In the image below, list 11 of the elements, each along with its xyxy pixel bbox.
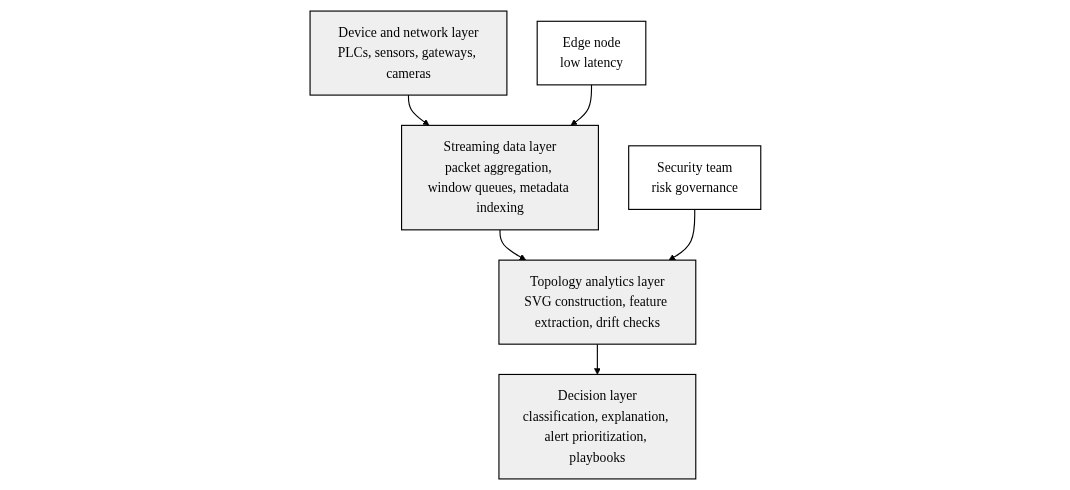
arrow xyxy=(407,94,429,126)
arrow xyxy=(593,343,601,375)
node-box: Topology analytics layer SVG construction, feature extraction, drift checks xyxy=(497,259,696,345)
node-box: Edge node low latency xyxy=(536,20,646,86)
node-box: Security team risk governance xyxy=(627,145,761,210)
arrow xyxy=(668,208,695,261)
node-box: Streaming data layer packet aggregation, window queues, metadata indexing xyxy=(400,124,599,231)
arrow xyxy=(570,84,592,126)
node-box: Decision layer classification, explanation, alert prioritization, playbooks xyxy=(497,373,696,480)
arrow xyxy=(499,229,526,261)
node-box: Device and network layer PLCs, sensors, gateways, cameras xyxy=(309,10,508,96)
